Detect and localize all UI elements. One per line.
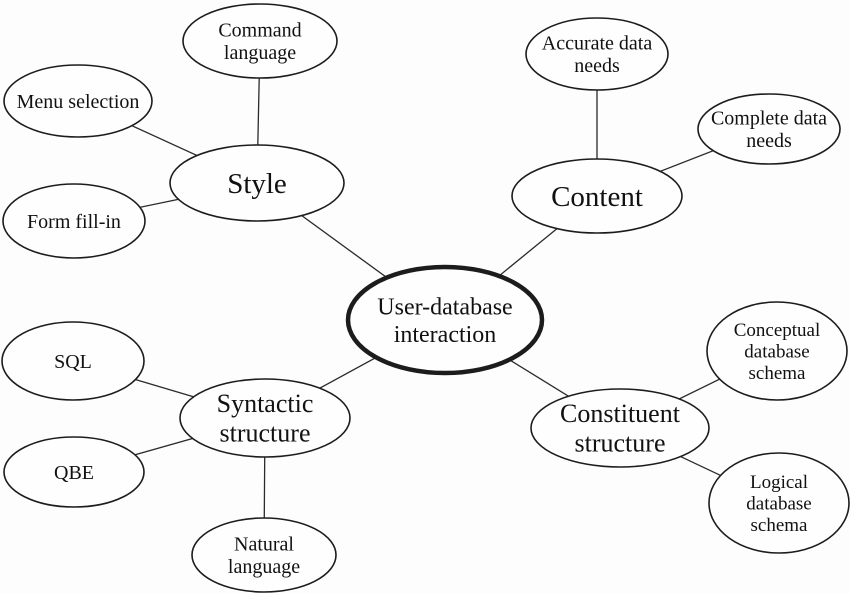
node-form-fill-in-ellipse (2, 183, 146, 259)
node-menu-selection-ellipse (3, 64, 153, 138)
node-content: Content (511, 158, 683, 234)
node-style-label: Style (227, 168, 287, 200)
node-qbe: QBE (3, 436, 145, 508)
node-syntactic-structure-ellipse (179, 378, 351, 458)
node-logical-database-schema-ellipse (708, 452, 850, 554)
node-complete-data-needs-ellipse (697, 93, 841, 165)
node-accurate-data-needs-ellipse (525, 17, 669, 91)
node-content-ellipse (511, 158, 683, 234)
node-sql: SQL (1, 321, 145, 401)
node-sql-label: SQL (54, 351, 92, 373)
node-menu-selection-label: Menu selection (17, 91, 140, 113)
node-qbe-label: QBE (54, 462, 94, 484)
node-center-ellipse (345, 264, 545, 376)
node-natural-language-ellipse (191, 517, 337, 593)
node-style: Style (169, 144, 345, 222)
node-command-language-ellipse (182, 3, 338, 79)
node-form-fill-in-label: Form fill-in (27, 211, 121, 233)
node-form-fill-in: Form fill-in (2, 183, 146, 259)
node-content-label: Content (551, 181, 643, 213)
node-qbe-ellipse (3, 436, 145, 508)
node-conceptual-database-schema-ellipse (706, 301, 848, 401)
node-style-ellipse (169, 144, 345, 222)
node-sql-ellipse (1, 321, 145, 401)
node-menu-selection: Menu selection (3, 64, 153, 138)
node-constituent-structure-ellipse (530, 388, 710, 468)
